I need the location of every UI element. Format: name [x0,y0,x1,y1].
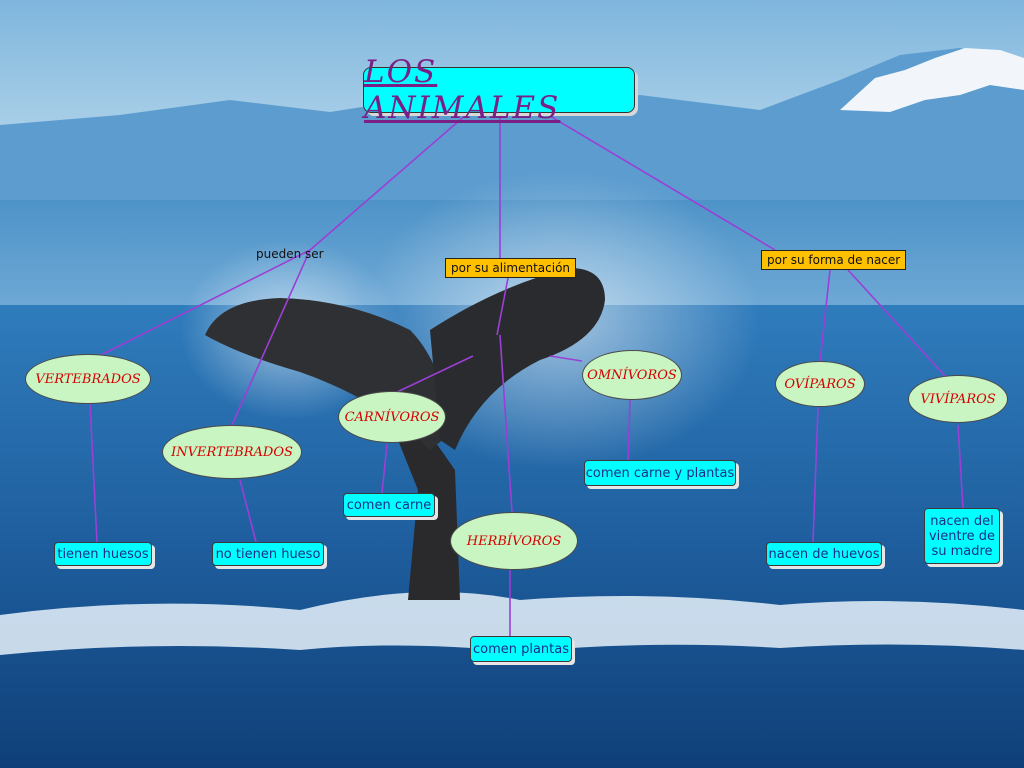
link-label-pueden-ser: pueden ser [256,247,324,261]
link-label-alimentacion[interactable]: por su alimentación [445,258,577,278]
concept-viviparos[interactable]: VIVÍPAROS [908,375,1008,423]
detail-nacen-huevos[interactable]: nacen de huevos [766,542,882,566]
detail-comen-carne[interactable]: comen carne [343,493,435,517]
detail-comen-carne-plantas[interactable]: comen carne y plantas [584,460,736,486]
concept-herbivoros[interactable]: HERBÍVOROS [450,512,578,570]
concept-invertebrados[interactable]: INVERTEBRADOS [162,425,302,479]
title-text: LOS ANIMALES [364,54,561,126]
link-label-forma-nacer[interactable]: por su forma de nacer [761,250,907,270]
concept-vertebrados[interactable]: VERTEBRADOS [25,354,151,404]
detail-tienen-huesos[interactable]: tienen huesos [54,542,152,566]
detail-no-tienen-hueso[interactable]: no tienen hueso [212,542,324,566]
concept-oviparos[interactable]: OVÍPAROS [775,361,865,407]
concept-carnivoros[interactable]: CARNÍVOROS [338,391,446,443]
concept-omnivoros[interactable]: OMNÍVOROS [582,350,682,400]
main-concept-title[interactable]: LOS ANIMALES [363,54,635,126]
detail-comen-plantas[interactable]: comen plantas [470,636,572,662]
detail-nacen-vientre[interactable]: nacen del vientre de su madre [924,508,1000,564]
